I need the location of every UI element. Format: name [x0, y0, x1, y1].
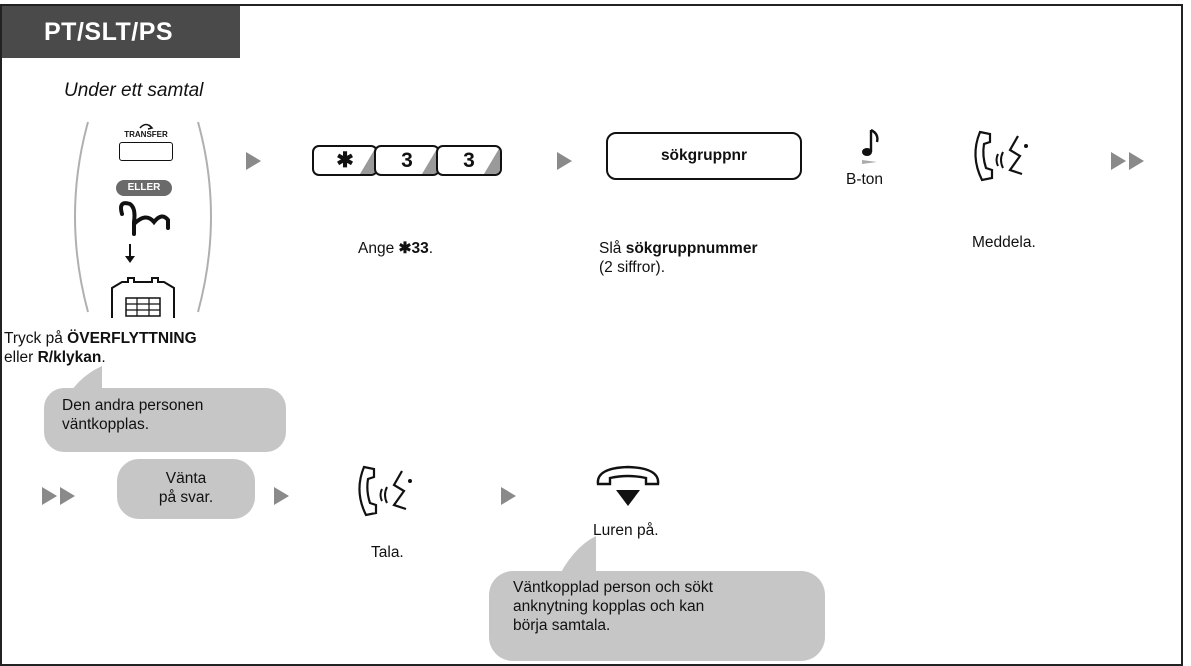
arrow-right-icon	[501, 487, 516, 505]
press-hand-icon	[119, 201, 170, 263]
wait-line1: Vänta	[165, 470, 207, 487]
wait-for-answer-bubble: Vänta på svar.	[117, 459, 255, 519]
step3-caption: Slå sökgruppnummer (2 siffror).	[599, 239, 757, 277]
intro-text: Under ett samtal	[64, 80, 204, 101]
key-3-second: 3	[436, 145, 502, 176]
step1-caption-end: .	[101, 349, 106, 366]
step2-caption-pre: Ange	[358, 240, 399, 257]
step5-caption: Meddela.	[972, 234, 1036, 251]
tone-label: B-ton	[846, 171, 884, 188]
diagram-frame: PT/SLT/PS Under ett samtal TRANSFER ELLE…	[0, 4, 1183, 666]
key-star: ✱	[312, 145, 378, 176]
result-line1: Väntkopplad person och sökt	[513, 579, 713, 596]
result-info-bubble: Väntkopplad person och sökt anknytning k…	[489, 571, 825, 661]
double-arrow-right-icon	[60, 487, 75, 505]
step3-caption-bold: sökgruppnummer	[625, 240, 758, 257]
transfer-key-body	[119, 142, 173, 161]
bubble-tail	[556, 536, 596, 582]
step3-caption-pre: Slå	[599, 240, 626, 257]
key-3-first: 3	[374, 145, 440, 176]
step1-caption-mid: eller	[4, 349, 38, 366]
hold-info-line1: Den andra personen	[62, 397, 204, 414]
step1-caption-pre: Tryck på	[4, 330, 68, 347]
arrow-right-icon	[274, 487, 289, 505]
step1-caption-bold2: R/klykan	[37, 349, 102, 366]
transfer-key-icon: TRANSFER	[116, 120, 176, 161]
wait-line2: på svar.	[158, 489, 214, 506]
double-arrow-right-icon	[1129, 152, 1144, 170]
arrow-right-icon	[246, 152, 261, 170]
hold-info-bubble: Den andra personen väntkopplas.	[44, 388, 286, 452]
result-line2: anknytning kopplas och kan	[513, 598, 705, 615]
hangup-caption: Luren på.	[593, 522, 659, 539]
hang-up-handset-icon	[596, 465, 660, 506]
step2-caption: Ange ✱33.	[358, 239, 433, 258]
talking-handset-icon	[974, 130, 1028, 182]
transfer-key-label: TRANSFER	[124, 130, 168, 139]
or-badge: ELLER	[116, 180, 172, 196]
music-note-icon	[862, 128, 879, 164]
step1-group-brackets	[74, 121, 212, 313]
step3-caption-line2: (2 siffror).	[599, 259, 666, 276]
step1-caption-bold1: ÖVERFLYTTNING	[67, 330, 197, 347]
step1-caption: Tryck på ÖVERFLYTTNING eller R/klykan.	[4, 329, 324, 367]
result-line3: börja samtala.	[513, 617, 611, 634]
step2-caption-bold: ✱33	[398, 240, 429, 257]
talk-caption: Tala.	[371, 544, 404, 561]
hunt-group-number-box: sökgruppnr	[606, 132, 802, 180]
double-arrow-right-icon	[42, 487, 57, 505]
key-star-label: ✱	[336, 149, 354, 172]
step2-caption-end: .	[428, 240, 434, 257]
header-title: PT/SLT/PS	[2, 6, 240, 58]
talking-handset-icon	[358, 465, 412, 517]
double-arrow-right-icon	[1111, 152, 1126, 170]
arrow-right-icon	[557, 152, 572, 170]
key-3-second-label: 3	[463, 148, 475, 172]
phone-hook-icon	[111, 277, 175, 318]
key-3-first-label: 3	[401, 148, 413, 172]
hold-info-line2: väntkopplas.	[62, 416, 150, 433]
